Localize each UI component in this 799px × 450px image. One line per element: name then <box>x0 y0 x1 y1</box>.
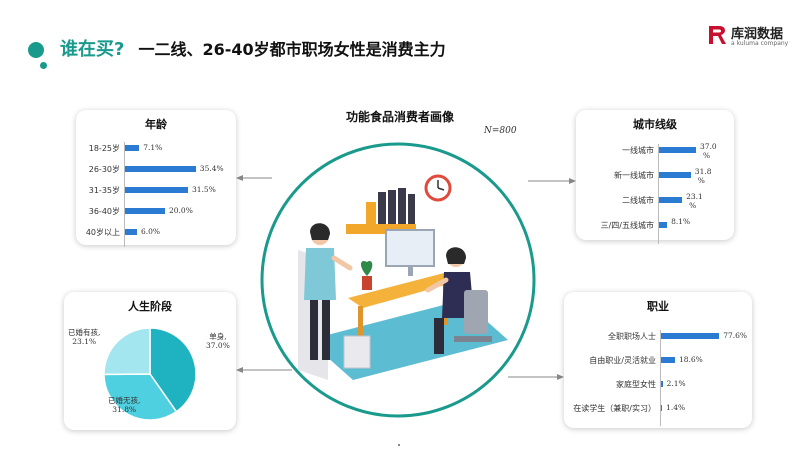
city-tier-card-title: 城市线级 <box>633 118 677 131</box>
bar <box>661 405 663 411</box>
bar <box>125 229 137 235</box>
bar <box>659 197 683 203</box>
title-decoration-dot-small <box>40 62 47 69</box>
arrow-occupation <box>508 374 564 380</box>
data-label: 2.1% <box>666 379 686 388</box>
pie-label-line: 已婚无孩, <box>108 396 141 405</box>
category-label: 一线城市 <box>622 146 654 155</box>
category-label: 三/四/五线城市 <box>600 221 654 230</box>
data-label-line: 8.1% <box>671 217 691 226</box>
title-decoration-dot <box>28 42 44 58</box>
data-label: 37.0% <box>700 142 717 160</box>
age-card-title: 年龄 <box>145 118 167 131</box>
bar <box>659 222 668 228</box>
data-label: 23.1% <box>686 192 703 210</box>
data-label-line: % <box>697 176 705 185</box>
logo-icon <box>709 26 726 44</box>
age-card: 年龄 18-25岁 7.1% 26-30岁 35.4% 31-35岁 31.5% 36-40… <box>76 110 236 247</box>
pie-slice <box>103 327 151 376</box>
职业-axis <box>660 330 661 426</box>
data-label: 8.1% <box>671 217 690 226</box>
category-label: 二线城市 <box>622 196 654 205</box>
category-label: 自由职业/灵活就业 <box>589 356 656 365</box>
data-label-line: 37.0 <box>700 142 717 151</box>
title-main: 一二线、26-40岁都市职场女性是消费主力 <box>138 40 446 59</box>
category-label: 全职职场人士 <box>608 332 656 341</box>
category-label: 40岁以上 <box>85 228 120 237</box>
category-label: 新一线城市 <box>614 171 654 180</box>
bar <box>661 333 720 339</box>
bar <box>659 172 691 178</box>
bar <box>125 187 188 193</box>
occupation-card-title: 职业 <box>647 300 669 313</box>
pie-slice <box>149 327 197 413</box>
category-label: 26-30岁 <box>88 165 120 174</box>
pie-label: 单身,37.0% <box>206 332 230 350</box>
data-label: 77.6% <box>723 331 748 340</box>
pie-label-line: 单身, <box>209 332 227 341</box>
data-label: 31.5% <box>192 185 216 194</box>
arrow-life-stage <box>236 367 292 373</box>
data-label-line: 23.1 <box>686 192 703 201</box>
brand-logo: 库润数据 a kuluma company <box>707 22 789 50</box>
category-label: 家庭型女性 <box>616 380 656 389</box>
data-label: 35.4% <box>199 164 224 173</box>
pie-label-line: 23.1% <box>72 337 97 346</box>
pie-slice <box>103 373 178 421</box>
bar <box>659 147 696 153</box>
arrow-city <box>528 178 576 184</box>
data-label-line: % <box>689 201 697 210</box>
occupation-card: 职业 全职职场人士 77.6% 自由职业/灵活就业 18.6% 家庭型女性 2.1% 在读学… <box>564 292 752 428</box>
bar <box>661 381 663 387</box>
category-label: 36-40岁 <box>88 207 120 216</box>
data-label: 31.8% <box>695 167 712 185</box>
page-marker <box>398 444 400 446</box>
data-label-line: % <box>703 151 711 160</box>
consumer-illustration <box>260 142 536 418</box>
category-label: 31-35岁 <box>88 186 120 195</box>
data-label: 7.1% <box>143 143 163 152</box>
arrow-age <box>236 175 272 181</box>
data-label: 20.0% <box>169 206 193 215</box>
bar <box>125 166 196 172</box>
data-label-line: 31.8 <box>694 167 712 176</box>
sample-size: N=800 <box>484 126 517 136</box>
pie-label-line: 已婚有孩, <box>68 328 101 337</box>
年龄-axis <box>124 142 125 247</box>
pie-label: 已婚无孩,31.8% <box>108 396 140 414</box>
logo-subtitle: a kuluma company <box>731 40 789 47</box>
life-stage-card: 人生阶段 单身,37.0% 已婚无孩,31.8% 已婚有孩,23.1% <box>64 292 236 430</box>
center-title: 功能食品消费者画像 <box>345 110 454 124</box>
life-stage-pie <box>103 327 197 421</box>
page-title: 谁在买? 一二线、26-40岁都市职场女性是消费主力 <box>60 35 446 61</box>
bar <box>125 145 140 151</box>
bar <box>125 208 165 214</box>
life-stage-card-title: 人生阶段 <box>128 300 172 313</box>
data-label: 1.4% <box>666 403 686 412</box>
pie-label-line: 37.0% <box>206 341 230 350</box>
pie-label-line: 31.8% <box>112 405 137 414</box>
data-label: 6.0% <box>141 227 161 236</box>
title-question: 谁在买? <box>60 39 125 60</box>
logo-name: 库润数据 <box>731 27 784 42</box>
pie-label: 已婚有孩,23.1% <box>68 328 100 346</box>
城市线级-axis <box>658 144 659 244</box>
category-label: 18-25岁 <box>88 144 120 153</box>
category-label: 在读学生（兼职/实习） <box>573 404 656 413</box>
bar <box>661 357 675 363</box>
data-label: 18.6% <box>678 355 703 364</box>
city-tier-card: 城市线级 一线城市 37.0% 新一线城市 31.8% 二线城市 23.1% 三/四/五线城… <box>576 110 734 244</box>
